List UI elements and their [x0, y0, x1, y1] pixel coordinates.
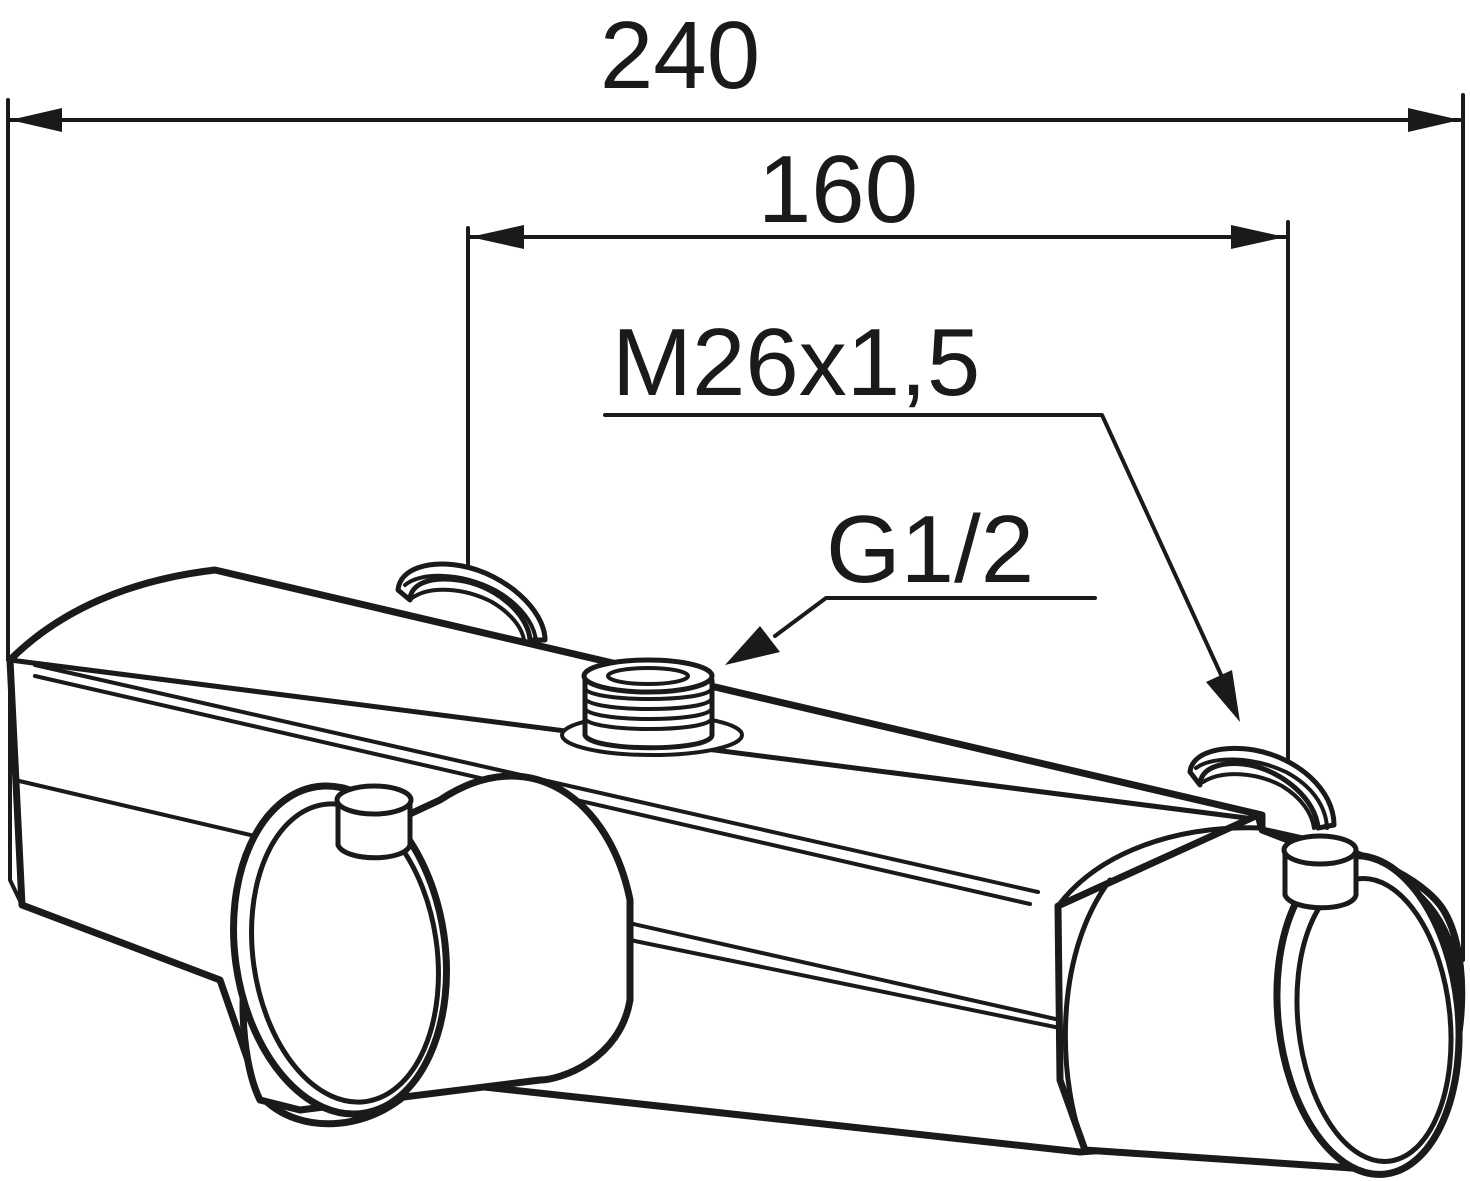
callout-outlet-thread: M26x1,5 [603, 309, 1240, 722]
arrowhead-left [10, 108, 62, 132]
rear-connection-lug-right [1187, 745, 1337, 831]
dimension-spacing: 160 [466, 136, 1290, 772]
callout-label-m26: M26x1,5 [612, 309, 980, 416]
leader-arrow-m26 [1206, 670, 1240, 722]
right-knob [1054, 811, 1463, 1178]
arrowhead-right [1408, 108, 1460, 132]
rear-connection-lug-left [395, 561, 548, 644]
front-face-lower-line [628, 938, 1062, 1030]
threaded-connection-g12 [560, 657, 744, 757]
dimension-overall: 240 [6, 2, 1465, 962]
leader-line-m26 [603, 413, 1230, 692]
left-knob [230, 772, 634, 1118]
dimension-label-240: 240 [600, 2, 760, 109]
callout-inlet-thread: G1/2 [725, 496, 1097, 665]
leader-line-g12 [773, 596, 1097, 638]
dimension-label-160: 160 [758, 136, 918, 243]
thermostat-body [6, 561, 1466, 1178]
left-end-face [8, 658, 24, 907]
arrowhead-inner-left [470, 225, 524, 249]
arrowhead-inner-right [1231, 225, 1285, 249]
leader-arrow-g12 [725, 626, 780, 665]
callout-label-g12: G1/2 [826, 496, 1034, 603]
